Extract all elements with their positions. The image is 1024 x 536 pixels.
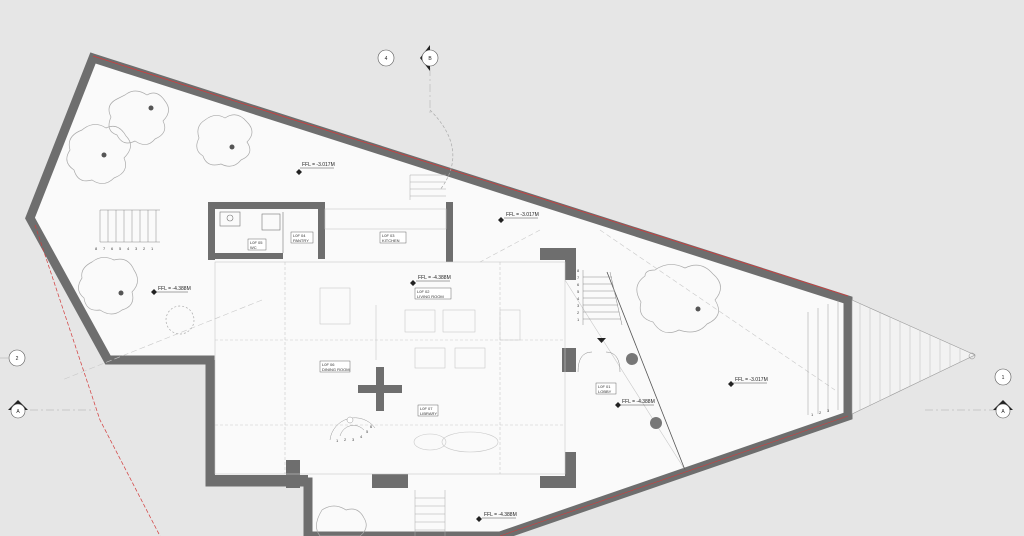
svg-text:5: 5 [577, 289, 580, 294]
room-tag-wc: L0F 05 WC [247, 238, 267, 251]
svg-text:1: 1 [336, 438, 339, 443]
svg-text:L0F 03: L0F 03 [382, 233, 395, 238]
svg-text:FFL = -4.388M: FFL = -4.388M [622, 399, 655, 405]
room-tag-pantry: L0F 04 PANTRY [290, 231, 314, 244]
level-marker: FFL = -4.388M [615, 399, 655, 408]
svg-text:PANTRY: PANTRY [293, 238, 309, 243]
level-marker: FFL = -3.017M [728, 377, 768, 387]
svg-text:3: 3 [577, 303, 580, 308]
svg-text:L0F 07: L0F 07 [420, 406, 433, 411]
grid-bubble-4: 4 [377, 49, 395, 67]
svg-text:DINING ROOM: DINING ROOM [322, 367, 350, 372]
grid-bubble-1: 1 [994, 368, 1012, 386]
svg-text:2: 2 [819, 410, 822, 415]
svg-text:1: 1 [811, 412, 814, 417]
stair-east [582, 270, 623, 326]
svg-text:KITCHEN: KITCHEN [382, 238, 400, 243]
svg-text:FFL = -3.017M: FFL = -3.017M [302, 162, 335, 168]
svg-text:LIVING ROOM: LIVING ROOM [417, 294, 444, 299]
svg-text:7: 7 [577, 275, 580, 280]
grid-bubble-b: B [420, 45, 439, 71]
spiral-stair-numbers: 1 2 3 4 5 6 [336, 424, 373, 443]
building-walls [208, 202, 576, 488]
interior-linework [61, 208, 836, 475]
svg-text:LIBRARY: LIBRARY [420, 411, 437, 416]
svg-text:4: 4 [577, 296, 580, 301]
grid-bubble-2: 2 [8, 349, 26, 367]
svg-text:1: 1 [151, 246, 154, 251]
svg-text:2: 2 [577, 310, 580, 315]
svg-text:2: 2 [344, 437, 347, 442]
section-marker-right: A [993, 400, 1013, 419]
lobby-elements [577, 338, 662, 429]
svg-text:5: 5 [366, 429, 369, 434]
room-tag-kitchen: L0F 03 KITCHEN [379, 231, 407, 244]
svg-text:L0F 05: L0F 05 [250, 240, 263, 245]
svg-text:7: 7 [103, 246, 106, 251]
svg-text:1: 1 [577, 317, 580, 322]
svg-text:4: 4 [127, 246, 130, 251]
level-marker: FFL = -3.017M [498, 212, 539, 223]
svg-text:WC: WC [250, 245, 257, 250]
level-marker: FFL = -4.388M [151, 286, 191, 295]
svg-text:FFL = -4.388M: FFL = -4.388M [418, 275, 451, 281]
wc-fixtures [219, 211, 284, 253]
room-tag-living: L0F 02 LIVING ROOM [414, 287, 452, 300]
room-tag-dining: L0F 06 DINING ROOM [319, 360, 351, 373]
svg-text:6: 6 [370, 424, 373, 429]
spiral-stair [329, 416, 376, 441]
east-ramp [851, 299, 976, 415]
svg-text:4: 4 [385, 56, 388, 62]
stair-east-numbers: 8 7 6 5 4 3 2 1 [577, 268, 580, 322]
stair-west-numbers: 8 7 6 5 4 3 2 1 [95, 246, 154, 251]
svg-text:L0F 04: L0F 04 [293, 233, 306, 238]
svg-text:A: A [1001, 409, 1005, 415]
svg-text:8: 8 [95, 246, 98, 251]
svg-text:8: 8 [577, 268, 580, 273]
stair-south [414, 490, 446, 536]
svg-text:L0F 02: L0F 02 [417, 289, 430, 294]
svg-text:3: 3 [352, 437, 355, 442]
svg-text:4: 4 [360, 434, 363, 439]
tree-trunks [101, 105, 701, 312]
svg-text:B: B [428, 56, 432, 62]
section-marker-left: A [8, 400, 28, 419]
svg-text:3: 3 [135, 246, 138, 251]
svg-text:6: 6 [577, 282, 580, 287]
svg-text:2: 2 [16, 356, 19, 362]
stair-far-east-numbers: 1 2 3 [811, 408, 830, 417]
svg-text:6: 6 [111, 246, 114, 251]
svg-text:FFL = -3.017M: FFL = -3.017M [735, 377, 768, 383]
svg-text:L0F 06: L0F 06 [322, 362, 335, 367]
level-marker: FFL = -4.388M [410, 275, 451, 286]
svg-text:L0F 01: L0F 01 [598, 384, 611, 389]
svg-text:2: 2 [143, 246, 146, 251]
svg-text:FFL = -4.388M: FFL = -4.388M [158, 286, 191, 292]
svg-text:3: 3 [827, 408, 830, 413]
svg-text:A: A [16, 409, 20, 415]
stair-far-east [807, 300, 839, 415]
stair-north [409, 174, 446, 200]
stair-west [99, 209, 160, 243]
room-tag-lobby: L0F 01 LOBBY [595, 382, 617, 395]
svg-text:FFL = -4.388M: FFL = -4.388M [484, 512, 517, 518]
svg-text:FFL = -3.017M: FFL = -3.017M [506, 212, 539, 218]
svg-text:5: 5 [119, 246, 122, 251]
svg-text:1: 1 [1002, 375, 1005, 381]
svg-text:LOBBY: LOBBY [598, 389, 612, 394]
column-cross [358, 367, 402, 411]
level-marker: FFL = -4.388M [476, 512, 517, 522]
room-tag-library: L0F 07 LIBRARY [417, 404, 439, 417]
level-marker: FFL = -3.017M [296, 162, 335, 175]
